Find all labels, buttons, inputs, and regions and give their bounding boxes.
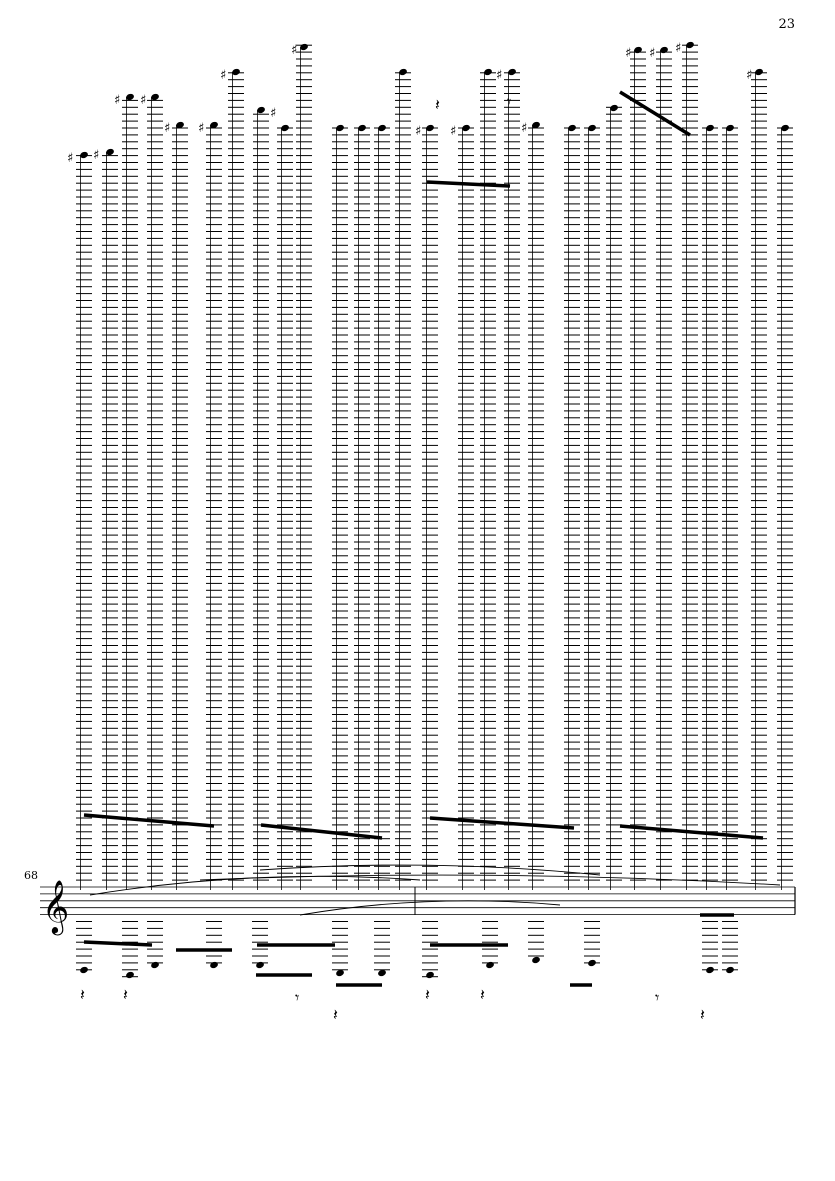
notehead [726,966,734,974]
notehead [151,93,159,101]
rest-icon: 𝄽 [123,985,128,1004]
treble-clef-icon: 𝄞 [42,879,69,935]
sharp-icon: ♯ [198,121,204,136]
rest-icon: 𝄾 [295,988,299,1007]
sharp-icon: ♯ [93,148,99,163]
slur [299,900,561,916]
sharp-icon: ♯ [496,68,502,83]
notehead [358,124,366,132]
sharp-icon: ♯ [450,124,456,139]
notehead [106,148,114,156]
sharp-icon: ♯ [140,93,146,108]
notehead [210,961,218,969]
notehead [378,124,386,132]
rest-icon: 𝄽 [425,985,430,1004]
notehead [532,121,540,129]
notehead [462,124,470,132]
sharp-icon: ♯ [415,124,421,139]
notehead [508,68,516,76]
notehead [80,151,88,159]
sharp-icon: ♯ [675,41,681,56]
rest-icon: 𝄾 [655,988,659,1007]
slur [199,874,781,886]
notehead [151,961,159,969]
sharp-icon: ♯ [521,121,527,136]
beam [426,180,511,188]
sharp-icon: ♯ [649,46,655,61]
notehead [281,124,289,132]
notehead [176,121,184,129]
slur [259,864,601,876]
notehead [660,46,668,54]
sharp-icon: ♯ [114,93,120,108]
notehead [588,124,596,132]
notehead [336,124,344,132]
sharp-icon: ♯ [67,151,73,166]
notehead [486,961,494,969]
rest-icon: 𝄽 [80,985,85,1004]
notehead [257,106,265,114]
notehead [300,43,308,51]
notehead [781,124,789,132]
notehead [755,68,763,76]
notehead [532,956,540,964]
beam [260,823,383,840]
beam [83,940,153,947]
measure-number: 68 [24,869,38,882]
notehead [634,46,642,54]
notehead [726,124,734,132]
slur [89,875,421,896]
beam [429,816,575,830]
ledger-lines [76,44,793,978]
beam [619,90,691,137]
notehead [686,41,694,49]
staff-lines [40,886,796,915]
sharp-icon: ♯ [164,121,170,136]
notes: ♯ ♯ ♯ ♯ ♯ ♯ ♯ ♯ ♯ ♯ ♯ ♯ ♯ ♯ ♯ ♯ ♯ 𝄽 𝄾 𝄽 𝄽 𝄽 𝄽 𝄾 𝄽 𝄾 𝄽 [67,41,789,1024]
notehead [336,969,344,977]
notehead [706,966,714,974]
sharp-icon: ♯ [625,46,631,61]
beam [619,824,764,840]
notehead [484,68,492,76]
sharp-icon: ♯ [220,68,226,83]
notehead [126,93,134,101]
rest-icon: 𝄽 [435,95,440,114]
notehead [210,121,218,129]
rest-icon: 𝄽 [480,985,485,1004]
notehead [256,961,264,969]
sharp-icon: ♯ [291,43,297,58]
notehead [610,104,618,112]
notehead [399,68,407,76]
notehead [706,124,714,132]
notehead [126,971,134,979]
beam [83,813,215,828]
rest-icon: 𝄽 [700,1005,705,1024]
page-number: 23 [778,17,795,32]
notehead [80,966,88,974]
notehead [568,124,576,132]
notehead [232,68,240,76]
rest-icon: 𝄽 [333,1005,338,1024]
sharp-icon: ♯ [746,68,752,83]
sharp-icon: ♯ [270,106,276,121]
notehead [378,969,386,977]
notehead [426,124,434,132]
rest-icon: 𝄾 [507,92,511,111]
notehead [588,959,596,967]
notehead [426,971,434,979]
